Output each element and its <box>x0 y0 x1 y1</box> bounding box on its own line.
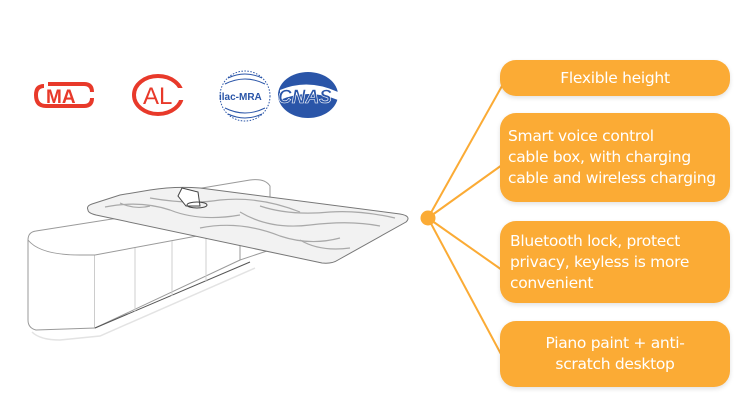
feature-label-line: convenient <box>510 273 594 292</box>
feature-label-line: cable box, with charging <box>508 148 691 166</box>
cal-logo-mark: AL <box>132 74 185 116</box>
connector-line <box>427 85 503 219</box>
cma-logo-text: MA <box>46 87 76 108</box>
connector-line <box>427 164 503 219</box>
feature-callout-smart-cable-box: Smart voice control cable box, with char… <box>500 113 730 202</box>
feature-label-line: cable and wireless charging <box>508 169 716 187</box>
feature-callout-bluetooth-lock: Bluetooth lock, protect privacy, keyless… <box>500 221 730 303</box>
cal-logo-text: AL <box>143 83 172 110</box>
feature-callout-piano-paint: Piano paint + anti-scratch desktop <box>500 321 730 387</box>
feature-label: Smart voice control cable box, with char… <box>508 126 730 189</box>
feature-label-line: privacy, keyless is more <box>510 252 690 271</box>
connector-line <box>427 217 503 357</box>
ilac-logo-text: ilac-MRA <box>219 92 262 103</box>
connector-line <box>427 217 503 271</box>
feature-label: Flexible height <box>560 68 670 87</box>
feature-label-line: Smart voice control <box>508 127 654 145</box>
cma-logo-mark: MA <box>33 82 94 108</box>
connector-hub-dot <box>420 210 436 226</box>
cnas-logo-text: CNAS <box>278 87 332 108</box>
cnas-logo-mark: CNAS <box>278 72 338 118</box>
ilac-logo-mark: ilac-MRA <box>219 70 271 122</box>
feature-label-line: Bluetooth lock, protect <box>510 231 680 250</box>
feature-callout-flexible-height: Flexible height <box>500 60 730 96</box>
feature-label: Bluetooth lock, protect privacy, keyless… <box>510 231 730 294</box>
feature-label: Piano paint + anti-scratch desktop <box>545 334 685 373</box>
